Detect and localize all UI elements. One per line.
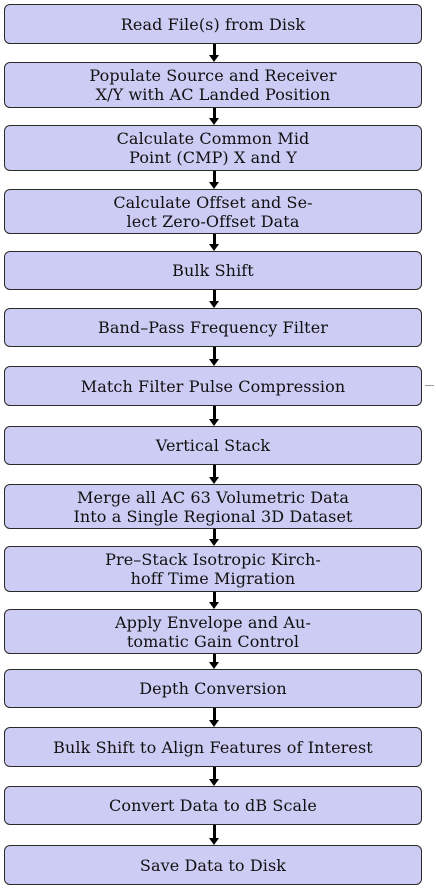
step-label: Vertical Stack — [155, 436, 271, 455]
step-label: Read File(s) from Disk — [120, 14, 306, 34]
step-label: Calculate Common Mid Point (CMP) X and Y — [116, 129, 310, 167]
flow-arrow — [209, 465, 219, 484]
flow-arrow — [209, 347, 219, 366]
flow-arrow — [209, 529, 219, 546]
step-label: Bulk Shift to Align Features of Interest — [53, 737, 373, 757]
flow-arrow — [209, 708, 219, 727]
step-read-files: Read File(s) from Disk — [4, 4, 422, 44]
flow-arrow — [209, 290, 219, 308]
step-calculate-offset: Calculate Offset and Se- lect Zero-Offse… — [4, 189, 422, 234]
step-label: Apply Envelope and Au- tomatic Gain Cont… — [115, 612, 311, 651]
step-save-data: Save Data to Disk — [4, 845, 422, 885]
step-match-filter: Match Filter Pulse Compression — [4, 366, 422, 406]
step-depth-conversion: Depth Conversion — [4, 669, 422, 708]
step-calculate-cmp: Calculate Common Mid Point (CMP) X and Y — [4, 125, 422, 171]
step-bulk-shift: Bulk Shift — [4, 251, 422, 290]
step-envelope-agc: Apply Envelope and Au- tomatic Gain Cont… — [4, 609, 422, 654]
flow-arrow — [209, 108, 219, 125]
flow-arrow — [209, 44, 219, 62]
step-label: Band–Pass Frequency Filter — [97, 318, 329, 337]
flow-arrow — [209, 406, 219, 426]
step-label: Match Filter Pulse Compression — [80, 376, 346, 396]
step-label: Pre–Stack Isotropic Kirch- hoff Time Mig… — [105, 550, 321, 588]
flow-arrow — [209, 767, 219, 786]
step-kirchhoff-migration: Pre–Stack Isotropic Kirch- hoff Time Mig… — [4, 546, 422, 592]
side-connector-mark — [425, 385, 434, 386]
step-convert-db-scale: Convert Data to dB Scale — [4, 786, 422, 825]
step-label: Calculate Offset and Se- lect Zero-Offse… — [113, 192, 313, 231]
step-label: Save Data to Disk — [139, 855, 287, 875]
step-vertical-stack: Vertical Stack — [4, 426, 422, 465]
flow-arrow — [209, 592, 219, 609]
flow-arrow — [209, 825, 219, 845]
step-populate-source-receiver: Populate Source and Receiver X/Y with AC… — [4, 62, 422, 108]
step-align-features: Bulk Shift to Align Features of Interest — [4, 727, 422, 767]
flow-arrow — [209, 654, 219, 669]
flow-arrow — [209, 171, 219, 189]
step-band-pass-filter: Band–Pass Frequency Filter — [4, 308, 422, 347]
step-label: Merge all AC 63 Volumetric Data Into a S… — [73, 487, 353, 526]
step-label: Depth Conversion — [139, 679, 287, 698]
step-label: Populate Source and Receiver X/Y with AC… — [89, 66, 337, 104]
step-label: Convert Data to dB Scale — [109, 796, 317, 815]
step-label: Bulk Shift — [172, 261, 254, 280]
flow-arrow — [209, 234, 219, 251]
step-merge-volumetric-data: Merge all AC 63 Volumetric Data Into a S… — [4, 484, 422, 529]
